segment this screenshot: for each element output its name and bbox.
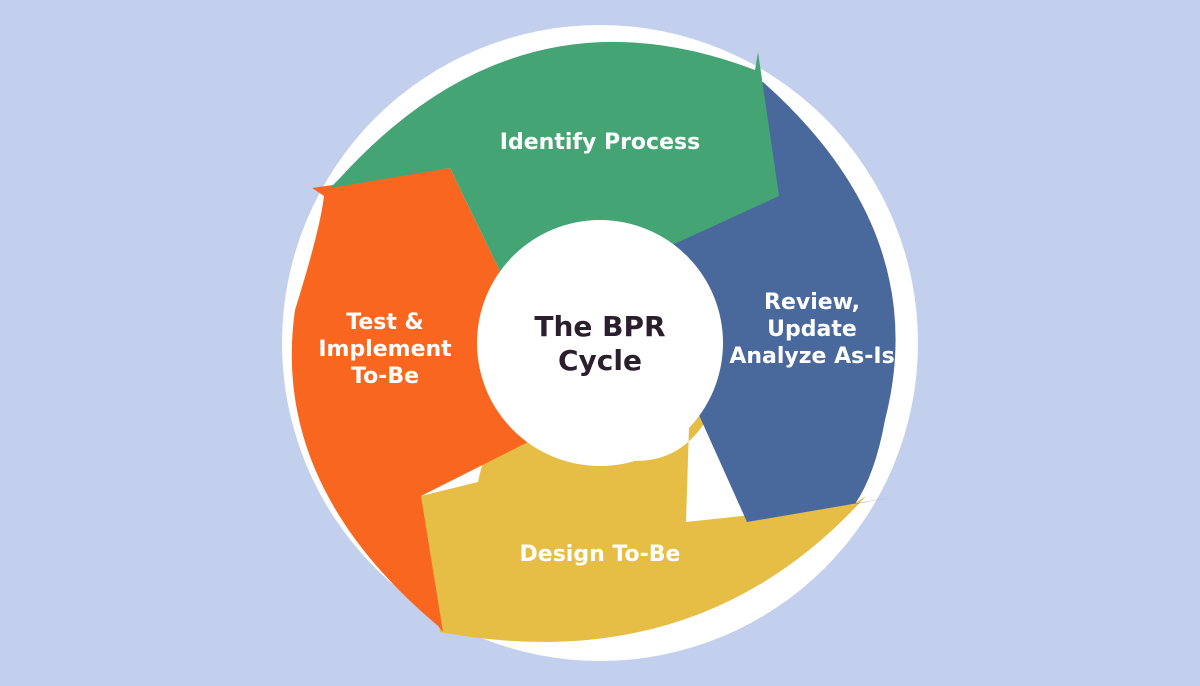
stage-label-line: To-Be	[351, 364, 419, 389]
stage-label-line: Design To-Be	[520, 542, 681, 567]
stage-label-line: Test &	[346, 310, 423, 335]
stage-label-identify: Identify Process	[500, 130, 700, 155]
arrow-identify-process	[330, 41, 779, 296]
stage-label-line: Review,	[764, 290, 860, 315]
center-circle	[477, 220, 723, 466]
stage-label-line: Update	[767, 317, 857, 342]
center-title-line: Cycle	[558, 344, 642, 377]
stage-label-line: Implement	[318, 337, 452, 362]
arrow-design-to-be	[421, 395, 866, 642]
stage-label-line: Identify Process	[500, 130, 700, 155]
center-title-line: The BPR	[534, 310, 665, 343]
stage-label-design: Design To-Be	[520, 542, 681, 567]
arrow-test-implement	[291, 168, 548, 632]
stage-label-line: Analyze As-Is	[729, 344, 894, 369]
